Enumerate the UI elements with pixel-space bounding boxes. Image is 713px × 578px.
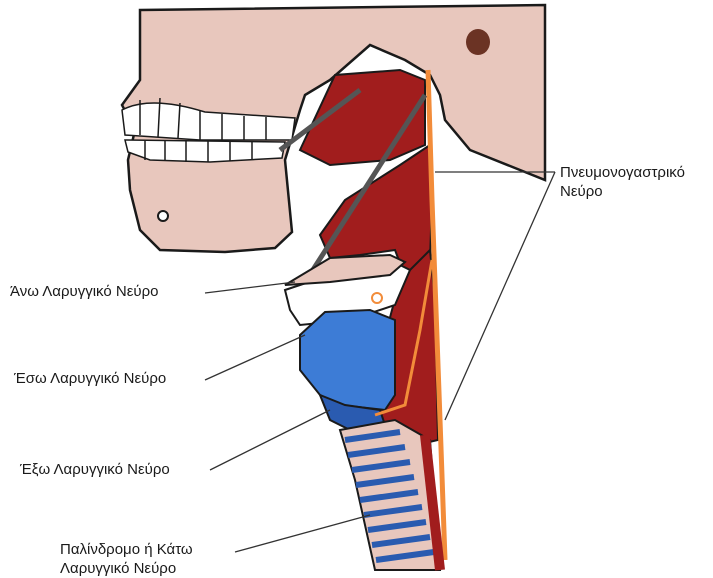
leader-recurrent [235,515,370,552]
vagus-nerve-label: Πνευμονογαστρικό Νεύρο [560,163,685,201]
external-laryngeal-label: Έξω Λαρυγγικό Νεύρο [20,460,170,479]
thyroid-cartilage [300,310,395,410]
internal-laryngeal-label: Έσω Λαρυγγικό Νεύρο [14,369,166,388]
lower-teeth [125,140,285,162]
recurrent-laryngeal-label: Παλίνδρομο ή Κάτω Λαρυγγικό Νεύρο [60,540,250,578]
chin-mark [158,211,168,221]
leader-external [210,410,330,470]
trachea [340,420,440,570]
ear-spot [466,29,490,55]
leader-superior [205,282,295,293]
leader-vagus [435,172,555,420]
superior-laryngeal-label: Άνω Λαρυγγικό Νεύρο [10,282,158,301]
leader-internal [205,335,305,380]
